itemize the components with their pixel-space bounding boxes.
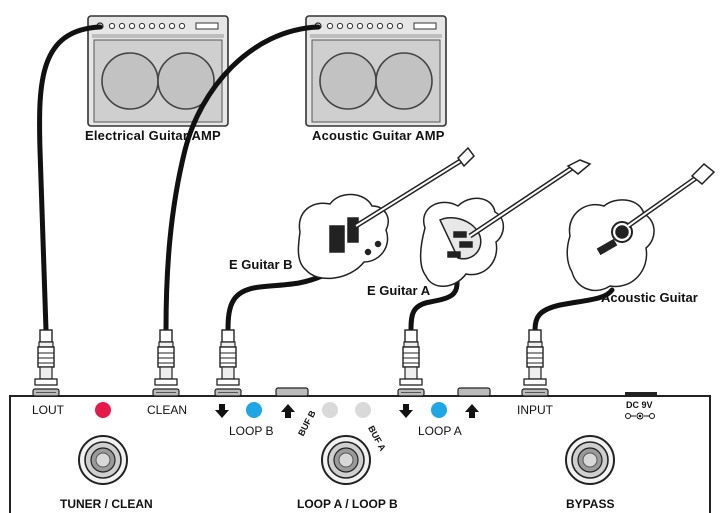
loop-a-label: LOOP A <box>418 424 462 438</box>
send-arrow-down-icon <box>399 404 413 418</box>
dc-label: DC 9V <box>626 400 653 410</box>
cables <box>37 24 615 333</box>
buf-a-led <box>355 402 371 418</box>
e-guitar-a-illustration <box>419 159 592 287</box>
electrical-amp-label: Electrical Guitar AMP <box>85 128 221 143</box>
acoustic-guitar-illustration <box>566 162 716 292</box>
return-arrow-up-icon <box>465 404 479 418</box>
footswitch-icon[interactable] <box>565 435 615 485</box>
send-arrow-down-icon <box>215 404 229 418</box>
return-arrow-up-icon <box>281 404 295 418</box>
acoustic-amp-label: Acoustic Guitar AMP <box>312 128 445 143</box>
loop-a-led <box>431 402 447 418</box>
e-guitar-b-illustration <box>297 146 475 280</box>
loop-b-led <box>246 402 262 418</box>
acoustic-guitar-label: Acoustic Guitar <box>601 290 698 305</box>
loop-b-label: LOOP B <box>229 424 274 438</box>
lout-label: LOUT <box>32 403 65 417</box>
tuner-clean-label: TUNER / CLEAN <box>60 497 153 511</box>
footswitch-icon[interactable] <box>78 435 128 485</box>
clean-label: CLEAN <box>147 403 188 417</box>
dc-polarity-icon <box>625 412 655 420</box>
e-guitar-b-label: E Guitar B <box>229 257 293 272</box>
pedal-sockets <box>32 387 657 397</box>
bypass-label: BYPASS <box>566 497 615 511</box>
input-label: INPUT <box>517 403 553 417</box>
tuner-led <box>95 402 111 418</box>
plugs <box>34 329 547 386</box>
loop-a-loop-b-label: LOOP A / LOOP B <box>297 497 398 511</box>
e-guitar-a-label: E Guitar A <box>367 283 431 298</box>
acoustic-guitar-amp <box>305 15 447 127</box>
footswitch-icon[interactable] <box>321 435 371 485</box>
buf-b-led <box>322 402 338 418</box>
electrical-guitar-amp <box>87 15 229 127</box>
